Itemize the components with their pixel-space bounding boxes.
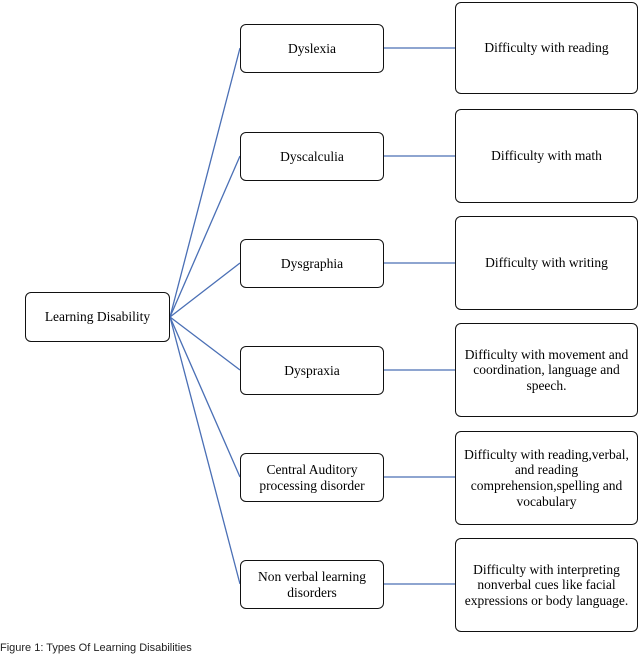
root-to-dyscalculia-line xyxy=(169,155,241,318)
root-to-nvld-line xyxy=(169,316,241,585)
node-dysgraphia: Dysgraphia xyxy=(240,239,384,288)
desc-text: Difficulty with reading xyxy=(484,40,609,56)
node-label: Dyspraxia xyxy=(284,362,340,378)
desc-capd: Difficulty with reading,verbal, and read… xyxy=(455,431,638,525)
node-capd: Central Auditory processing disorder xyxy=(240,453,384,502)
desc-dyslexia: Difficulty with reading xyxy=(455,2,638,94)
figure-caption: Figure 1: Types Of Learning Disabilities xyxy=(0,642,192,654)
node-label: Dyslexia xyxy=(288,40,336,56)
desc-dysgraphia: Difficulty with writing xyxy=(455,216,638,310)
node-nvld: Non verbal learning disorders xyxy=(240,560,384,609)
root-to-dyslexia-line xyxy=(169,47,241,318)
desc-dyscalculia: Difficulty with math xyxy=(455,109,638,203)
node-dyslexia: Dyslexia xyxy=(240,24,384,73)
root-node: Learning Disability xyxy=(25,292,170,342)
desc-nvld: Difficulty with interpreting nonverbal c… xyxy=(455,538,638,632)
node-label: Central Auditory processing disorder xyxy=(259,461,365,493)
node-label: Non verbal learning disorders xyxy=(258,568,366,600)
node-label: Dysgraphia xyxy=(280,255,344,271)
desc-text: Difficulty with math xyxy=(491,148,602,164)
root-to-dysgraphia-line xyxy=(169,262,241,318)
desc-dyspraxia: Difficulty with movement and coordinatio… xyxy=(455,323,638,417)
desc-text: Difficulty with writing xyxy=(485,255,608,271)
desc-text: Difficulty with interpreting nonverbal c… xyxy=(464,561,629,608)
node-dyscalculia: Dyscalculia xyxy=(240,132,384,181)
node-label: Dyscalculia xyxy=(280,148,344,164)
root-to-capd-line xyxy=(169,316,241,478)
root-to-dyspraxia-line xyxy=(169,316,241,371)
desc-text: Difficulty with movement and coordinatio… xyxy=(464,346,629,393)
node-dyspraxia: Dyspraxia xyxy=(240,346,384,395)
root-label: Learning Disability xyxy=(44,309,151,325)
desc-text: Difficulty with reading,verbal, and read… xyxy=(464,446,629,509)
